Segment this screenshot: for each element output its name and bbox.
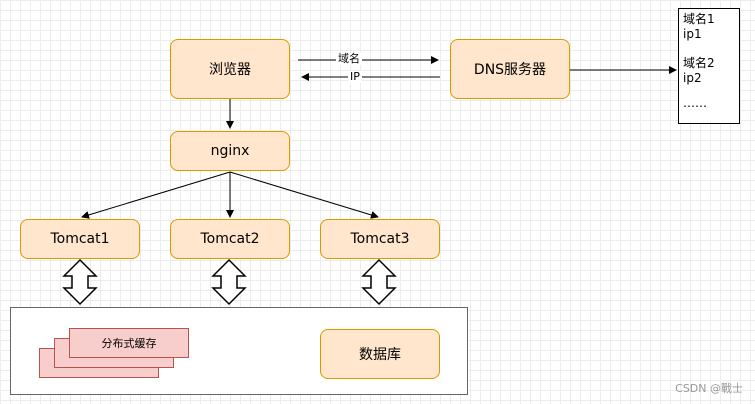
tomcat3-node: Tomcat3 (320, 219, 440, 259)
double-arrow-tomcat3 (361, 258, 397, 306)
dns-ellipsis: …… (683, 96, 707, 110)
dns-row2-domain: 域名2 (683, 56, 715, 70)
cache-label: 分布式缓存 (101, 337, 157, 350)
dns-row2-ip: ip2 (683, 71, 702, 85)
watermark: CSDN @戰士 (675, 382, 743, 395)
edge-label-domain: 域名 (336, 52, 362, 65)
database-node: 数据库 (320, 329, 440, 379)
nginx-node: nginx (170, 131, 290, 171)
double-arrow-tomcat2 (211, 258, 247, 306)
tomcat1-node: Tomcat1 (20, 219, 140, 259)
dns-mapping-table: 域名1 ip1 域名2 ip2 …… (678, 8, 740, 124)
edge-label-ip: IP (348, 70, 362, 83)
dns-row1-domain: 域名1 (683, 12, 715, 26)
edge-nginx-to-tomcat1 (81, 171, 231, 219)
dns-server-node: DNS服务器 (450, 39, 570, 99)
edge-nginx-to-tomcat3 (229, 171, 379, 219)
cache-card-front: 分布式缓存 (69, 328, 189, 358)
browser-node: 浏览器 (170, 39, 290, 99)
dns-row1-ip: ip1 (683, 27, 702, 41)
tomcat2-node: Tomcat2 (170, 219, 290, 259)
double-arrow-tomcat1 (62, 258, 98, 306)
storage-layer-container: 分布式缓存 数据库 (10, 307, 468, 395)
